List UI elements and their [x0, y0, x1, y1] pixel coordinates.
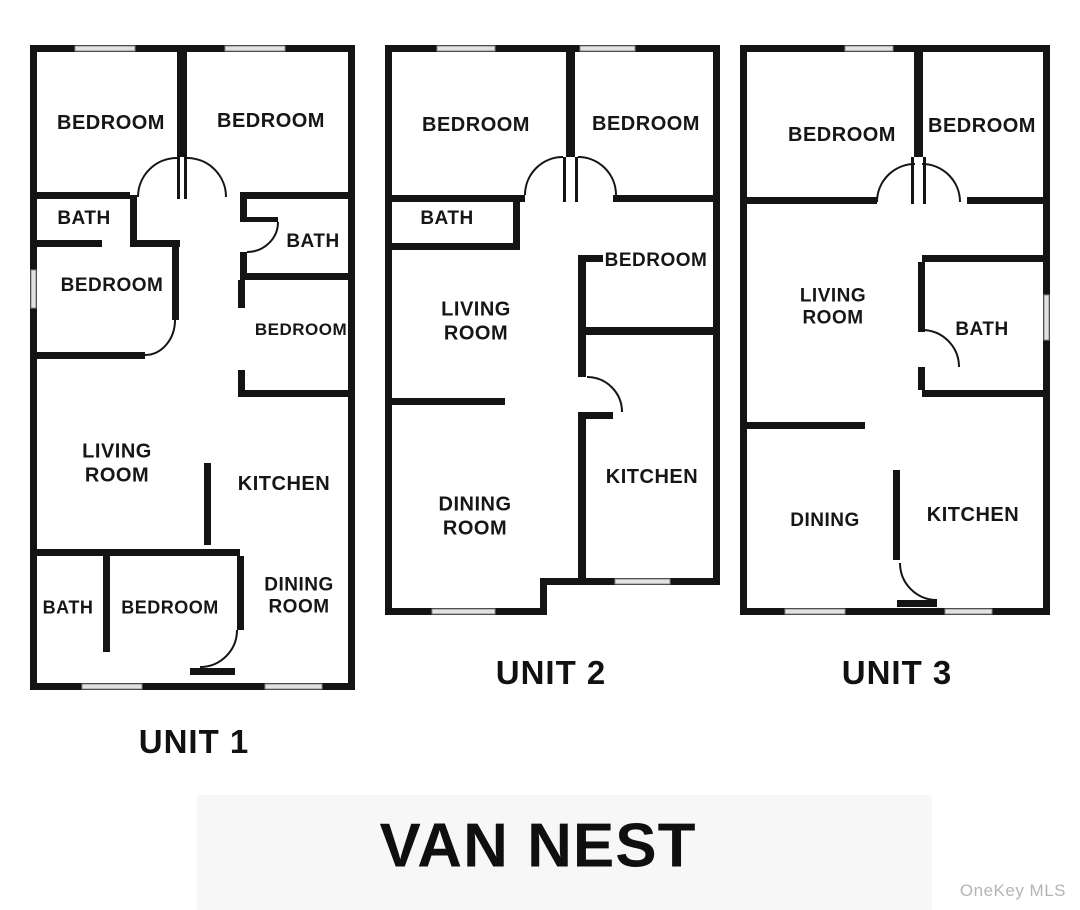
unit3-windows [784, 45, 1050, 615]
unit1-room-label-bath-lower: BATH [42, 597, 94, 618]
page-title: VAN NEST [379, 811, 697, 881]
unit1-floorplan [30, 45, 355, 690]
unit1-door-arcs [137, 157, 279, 668]
unit3-floorplan [740, 45, 1050, 615]
unit1-windows [30, 45, 323, 690]
unit2-room-label-bedroom-mid: BEDROOM [604, 249, 708, 271]
onekey-mls-watermark: OneKey MLS [959, 881, 1066, 900]
unit1-room-label-living-room: LIVING ROOM [82, 440, 152, 486]
unit1-title: UNIT 1 [138, 723, 250, 760]
unit1-room-label-bedroom-lower: BEDROOM [121, 597, 219, 618]
unit3-room-label-kitchen: KITCHEN [926, 504, 1020, 527]
unit1-walls [30, 45, 355, 690]
unit1-room-label-bedroom-top-left: BEDROOM [57, 112, 165, 135]
unit3-door-arcs [876, 163, 961, 601]
title-background-box [197, 795, 932, 910]
unit3-room-label-bedroom-right: BEDROOM [928, 115, 1036, 138]
unit3-room-label-dining: DINING [790, 509, 860, 531]
unit3-room-label-bedroom-left: BEDROOM [788, 124, 896, 147]
unit2-windows [431, 45, 671, 615]
unit1-room-label-bath-upper-left: BATH [57, 207, 111, 229]
unit2-title: UNIT 2 [495, 654, 607, 691]
unit2-room-label-bedroom-top-left: BEDROOM [422, 114, 530, 137]
unit1-room-label-bath-upper-right: BATH [286, 230, 340, 252]
unit2-floorplan [385, 45, 720, 615]
unit1-room-label-dining-room: DINING ROOM [264, 574, 334, 618]
unit3-title: UNIT 3 [841, 654, 953, 691]
unit1-room-label-bedroom-mid-right: BEDROOM [254, 319, 348, 339]
unit1-room-label-bedroom-top-right: BEDROOM [217, 110, 325, 133]
unit2-room-label-living-room: LIVING ROOM [441, 298, 511, 344]
unit2-door-arcs [524, 156, 623, 413]
unit2-room-label-bath: BATH [420, 207, 474, 229]
unit2-room-label-dining-room: DINING ROOM [438, 493, 512, 539]
unit1-room-label-kitchen: KITCHEN [237, 473, 331, 496]
unit3-room-label-bath: BATH [955, 318, 1009, 340]
unit3-room-label-living-room: LIVING ROOM [799, 285, 867, 329]
unit1-room-label-bedroom-mid-left: BEDROOM [60, 274, 164, 296]
unit2-room-label-bedroom-top-right: BEDROOM [592, 113, 700, 136]
unit2-room-label-kitchen: KITCHEN [605, 466, 699, 489]
